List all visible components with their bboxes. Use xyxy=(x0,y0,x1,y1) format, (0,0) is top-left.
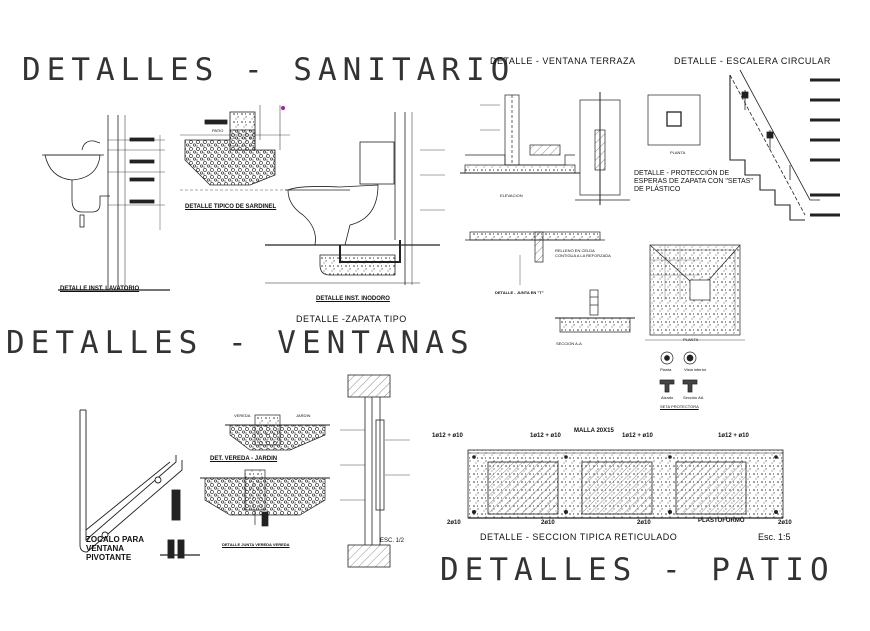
ventana-seccion-detail xyxy=(340,374,410,568)
label-escalera: DETALLE - ESCALERA CIRCULAR xyxy=(674,56,831,66)
label-planta-2: PLANTA xyxy=(683,337,699,342)
label-rebar-1: 1ø12 + ø10 xyxy=(432,433,463,439)
label-jardin: JARDIN xyxy=(296,413,311,418)
label-seta-seccion: Sección AA xyxy=(683,395,704,400)
label-lavatorio: DETALLE INST. LAVATORIO xyxy=(60,286,140,292)
section-title-ventanas: DETALLES - VENTANAS xyxy=(6,325,475,361)
label-esc-12: ESC. 1/2 xyxy=(380,538,405,544)
label-bar-1: 2ø10 xyxy=(447,520,461,526)
label-sardinel: DETALLE TIPICO DE SARDINEL xyxy=(185,204,277,210)
vereda-jardin-detail xyxy=(200,414,330,527)
junta-t-detail xyxy=(465,231,635,333)
label-seta-planta: Planta xyxy=(660,367,672,372)
section-title-patio: DETALLES - PATIO xyxy=(440,552,835,588)
section-title-sanitario: DETALLES - SANITARIO xyxy=(22,52,516,88)
label-proteccion: DETALLE - PROTECCIÓN DE ESPERAS DE ZAPAT… xyxy=(634,170,753,193)
label-bar-2: 2ø10 xyxy=(541,520,555,526)
sardinel-detail xyxy=(180,105,290,191)
zocalo-detail xyxy=(79,409,200,559)
label-zocalo: ZOCALO PARA VENTANA PIVOTANTE xyxy=(86,535,144,562)
label-junta: DETALLE - JUNTA EN "T" xyxy=(495,290,544,295)
label-patio: PATIO xyxy=(212,128,224,133)
ventana-terraza-detail xyxy=(460,92,701,205)
label-esc-15: Esc. 1:5 xyxy=(758,532,791,542)
label-malla: MALLA 20X15 xyxy=(574,428,614,434)
label-ventana-terraza: DETALLE - VENTANA TERRAZA xyxy=(490,56,636,66)
label-zapata: DETALLE -ZAPATA TIPO xyxy=(296,314,407,324)
label-bar-3: 2ø10 xyxy=(637,520,651,526)
label-rebar-4: 1ø12 + ø10 xyxy=(718,433,749,439)
label-seta-vista: Vista inferior xyxy=(684,367,707,372)
label-relleno: RELLENO EN CELDA CONTIGUA A LA REFORZADA xyxy=(555,248,611,258)
label-vereda-jardin: DET. VEREDA - JARDIN xyxy=(210,456,278,462)
label-vereda: VEREDA xyxy=(234,413,251,418)
zapata-planta-detail xyxy=(645,244,745,341)
escalera-detail xyxy=(729,69,840,221)
seta-protectora-detail xyxy=(659,351,698,393)
label-junta-vereda: DETALLE JUNTA VEREDA VEREDA xyxy=(222,542,290,547)
label-elevacion: ELEVACION xyxy=(500,193,523,198)
label-seta-protectora: SETA PROTECTORA xyxy=(660,404,699,409)
label-inodoro: DETALLE INST. INODORO xyxy=(316,296,390,302)
label-seccion-reticulado: DETALLE - SECCION TIPICA RETICULADO xyxy=(480,532,678,542)
label-seccion-aa: SECCION A-A xyxy=(556,341,582,346)
label-rebar-2: 1ø12 + ø10 xyxy=(530,433,561,439)
label-rebar-3: 1ø12 + ø10 xyxy=(622,433,653,439)
label-seta-alzado: Alzado xyxy=(661,395,674,400)
lavatorio-detail xyxy=(42,115,170,291)
reticulado-section xyxy=(467,449,784,519)
label-plastoformo: PLASTOFORMO xyxy=(698,518,745,524)
inodoro-detail xyxy=(265,112,445,285)
label-bar-4: 2ø10 xyxy=(778,520,792,526)
label-planta-1: PLANTA xyxy=(670,150,686,155)
